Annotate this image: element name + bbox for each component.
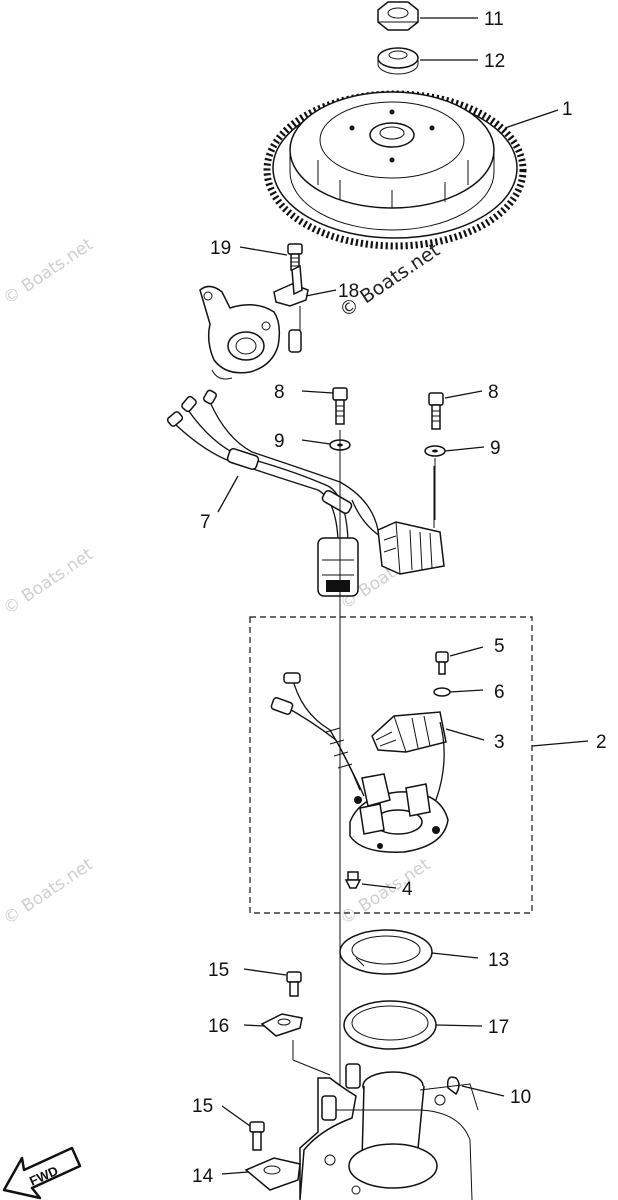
callout-16: 16 (208, 1016, 229, 1037)
callout-3: 3 (494, 732, 505, 753)
alignment-lines (292, 306, 436, 1100)
callout-14: 14 (192, 1166, 214, 1187)
watermark-5: © Boats.net (337, 854, 434, 929)
callout-15-lower: 15 (192, 1096, 213, 1117)
washer-part-9-right (424, 445, 446, 457)
flywheel-part-1 (263, 90, 527, 250)
screw-part-15-upper (286, 971, 302, 997)
ring-part-17 (343, 1000, 437, 1050)
callout-11: 11 (484, 9, 504, 30)
callout-17: 17 (488, 1017, 509, 1038)
callout-labels: 11 12 1 19 18 8 8 9 9 7 5 6 3 2 4 13 15 … (192, 9, 607, 1187)
crankcase-block (299, 1063, 479, 1200)
wiring-harness-part-7 (166, 389, 445, 597)
callout-13: 13 (488, 950, 509, 971)
washer-part-12 (377, 47, 419, 75)
callout-19: 19 (210, 238, 231, 259)
callout-10: 10 (510, 1087, 531, 1108)
callout-8-right: 8 (488, 382, 499, 403)
callout-18: 18 (338, 281, 359, 302)
watermark-3: © Boats.net (0, 854, 97, 929)
callout-4: 4 (402, 879, 413, 900)
fwd-arrow: FWD (2, 1146, 82, 1200)
screw-part-4 (344, 871, 362, 889)
callout-8-left: 8 (274, 382, 285, 403)
callout-9-right: 9 (490, 438, 501, 459)
callout-9-left: 9 (274, 431, 285, 452)
bolt-part-8-right (428, 392, 444, 430)
nut-part-11 (377, 1, 419, 31)
screw-part-19 (287, 243, 303, 271)
callout-1: 1 (562, 99, 573, 120)
watermark-2: © Boats.net (0, 544, 97, 619)
bracket-part-18 (273, 264, 309, 353)
callout-15-upper: 15 (208, 960, 229, 981)
clamp-part-14 (244, 1157, 301, 1191)
callout-7: 7 (200, 512, 211, 533)
screw-part-15-lower (249, 1121, 265, 1151)
callout-2: 2 (596, 732, 607, 753)
cam-housing (199, 285, 281, 380)
callout-12: 12 (484, 51, 505, 72)
ring-part-13 (339, 929, 433, 975)
stator-base-part-3 (270, 672, 449, 853)
callout-6: 6 (494, 682, 505, 703)
washer-part-6 (433, 687, 451, 697)
bolt-part-8-left (332, 387, 348, 425)
leader-lines (217, 17, 589, 1175)
clamp-part-16 (260, 1013, 303, 1037)
screw-part-5 (435, 651, 449, 675)
callout-5: 5 (494, 636, 505, 657)
assembly-box-part-2 (249, 616, 533, 914)
watermark-1: © Boats.net (0, 234, 97, 309)
